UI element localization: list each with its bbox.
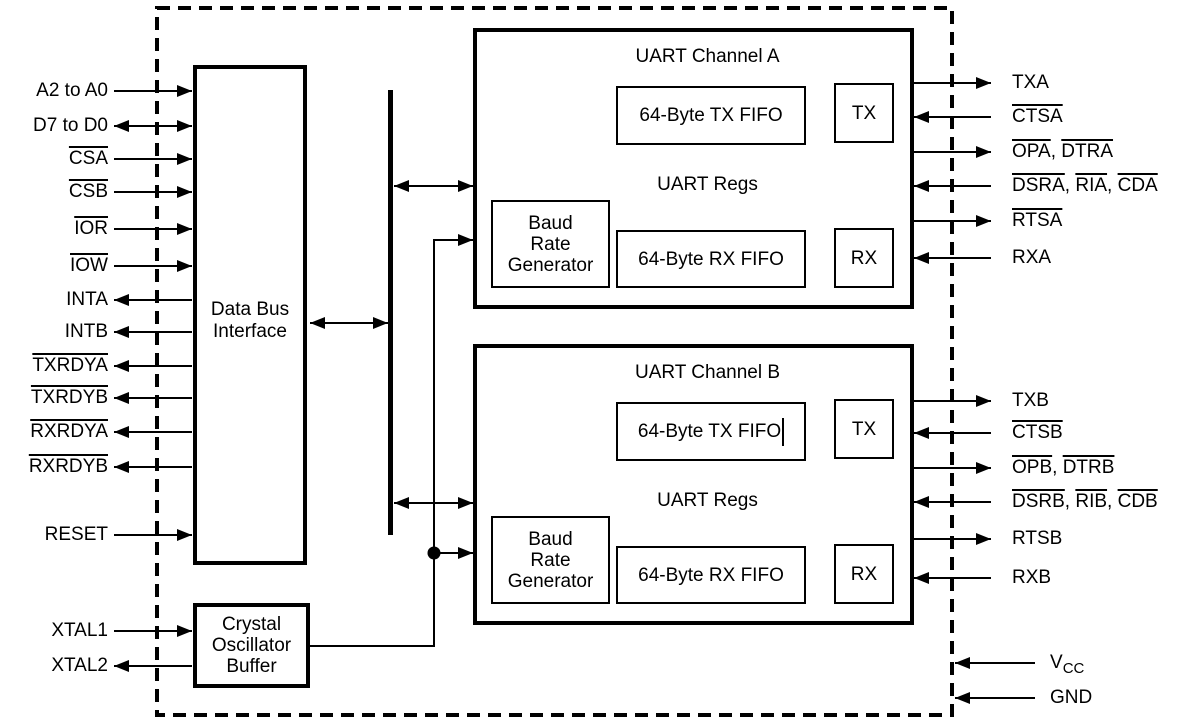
chip-boundary-dashed-border — [155, 6, 954, 717]
clock-junction-dot — [427, 546, 441, 560]
text-cursor-artifact — [782, 417, 785, 446]
uart-b-brg-label: Baud Rate Generator — [507, 528, 594, 592]
uart-channel-a-block: UART Channel A 64-Byte TX FIFO TX UART R… — [473, 28, 914, 309]
crystal-oscillator-buffer-block: Crystal Oscillator Buffer — [193, 603, 310, 688]
data-bus-interface-label: Data Bus Interface — [210, 299, 290, 342]
uart-channel-a-title: UART Channel A — [635, 46, 780, 67]
uart-b-tx-fifo-label: 64-Byte TX FIFO — [637, 421, 782, 442]
uart-channel-b-block: UART Channel B 64-Byte TX FIFO TX UART R… — [473, 344, 914, 625]
uart-b-regs-label: UART Regs — [657, 490, 758, 511]
uart-a-rx-fifo-label: 64-Byte RX FIFO — [638, 248, 784, 270]
uart-b-tx-box: TX — [834, 399, 894, 459]
uart-b-rx-label: RX — [850, 563, 878, 585]
uart-a-tx-fifo-label: 64-Byte TX FIFO — [639, 105, 783, 126]
uart-a-tx-box: TX — [834, 83, 894, 143]
uart-b-tx-fifo-box: 64-Byte TX FIFO — [616, 402, 806, 461]
uart-a-brg-label: Baud Rate Generator — [507, 212, 594, 276]
uart-a-tx-label: TX — [851, 102, 877, 124]
uart-b-rx-fifo-label: 64-Byte RX FIFO — [638, 564, 784, 586]
data-bus-interface-block: Data Bus Interface — [193, 65, 307, 565]
uart-b-baud-rate-generator-box: Baud Rate Generator — [491, 516, 610, 604]
uart-b-rx-box: RX — [834, 544, 894, 604]
uart-a-regs-label: UART Regs — [657, 174, 758, 195]
pin-wires-group — [114, 77, 1035, 704]
uart-a-baud-rate-generator-box: Baud Rate Generator — [491, 200, 610, 288]
crystal-oscillator-buffer-label: Crystal Oscillator Buffer — [211, 614, 292, 677]
uart-a-tx-fifo-box: 64-Byte TX FIFO — [616, 86, 806, 145]
clock-line-to-uart-a — [310, 234, 473, 647]
uart-a-rx-label: RX — [850, 247, 878, 269]
uart-channel-b-title: UART Channel B — [634, 362, 781, 383]
uart-a-rx-box: RX — [834, 228, 894, 288]
uart-a-rx-fifo-box: 64-Byte RX FIFO — [616, 230, 806, 288]
uart-b-rx-fifo-box: 64-Byte RX FIFO — [616, 546, 806, 604]
uart-b-tx-label: TX — [851, 418, 877, 440]
